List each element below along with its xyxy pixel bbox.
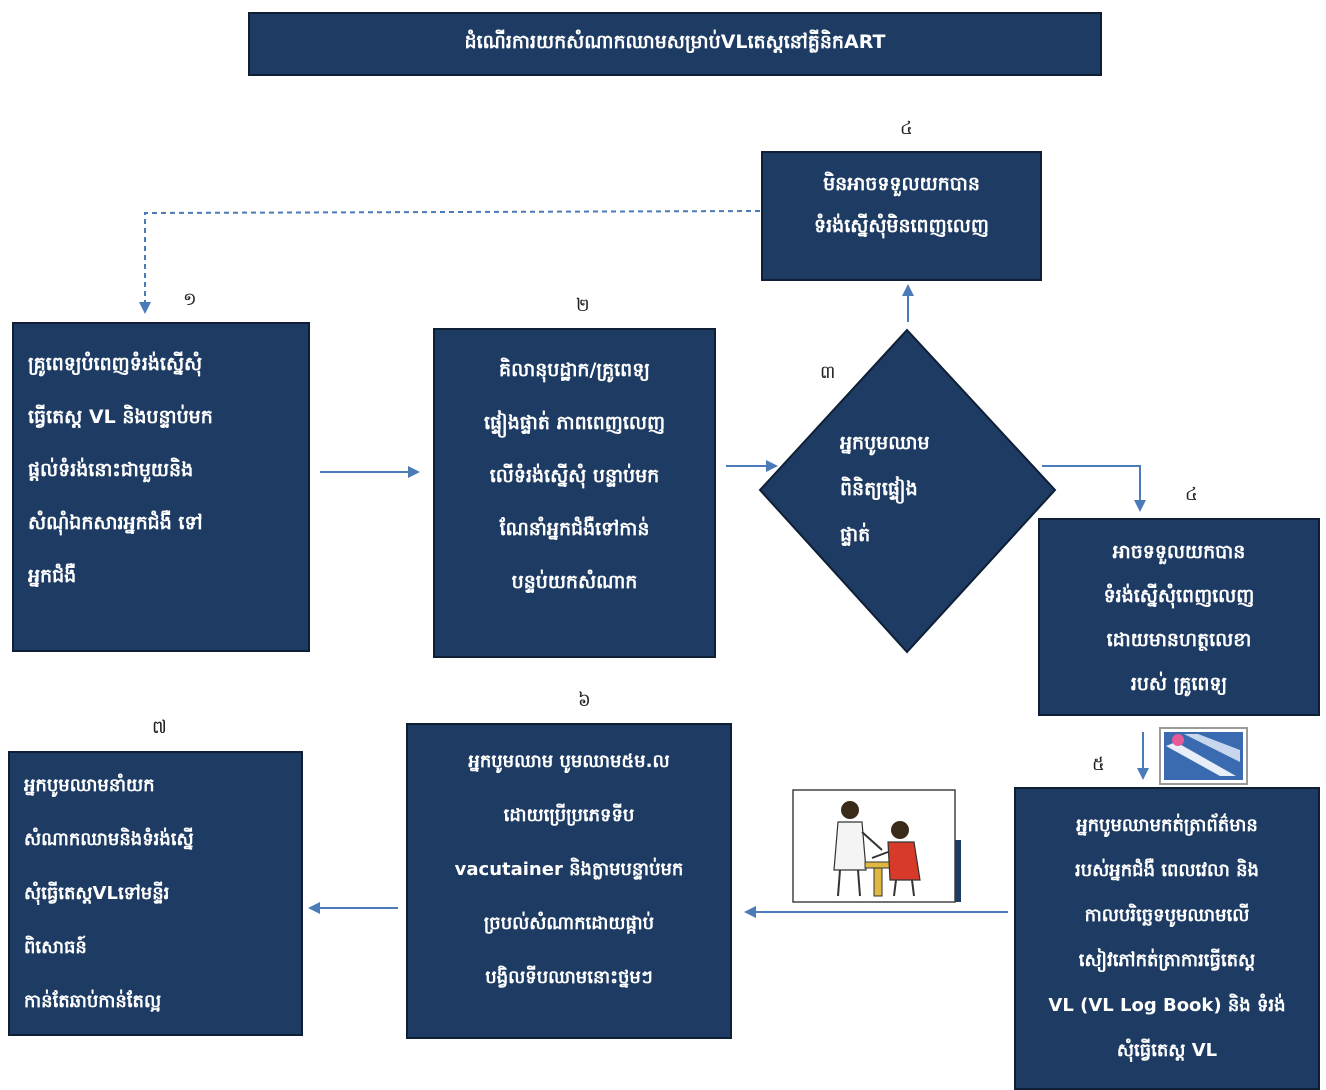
step6-line: vacutainer និងក្លាមបន្ទាប់មក	[454, 859, 684, 880]
step5-line: VL (VL Log Book) និង ទំរង់	[1048, 995, 1286, 1016]
step3-number: ៣	[820, 362, 836, 383]
step7-line: កាន់តែឆាប់កាន់តែល្អ	[24, 991, 162, 1012]
step3-line: ពិនិត្យផ្ទៀង	[840, 478, 918, 500]
arrow-rejected-to-step1	[139, 210, 761, 314]
step3-text: អ្នកបូមឈាម ពិនិត្យផ្ទៀង ផ្ទាត់	[840, 420, 1010, 558]
step4-accepted-line: ទំរង់ស្នើសុំពេញលេញ	[1103, 585, 1255, 607]
diamond-artifact	[985, 570, 993, 576]
step5-line: អ្នកបូមឈាមកត់ត្រាព័ត៌មាន	[1076, 815, 1258, 836]
step5-line: សុំធ្វើតេស្ត VL	[1116, 1040, 1218, 1061]
step4-rejected-line: មិនអាចទទួលយកបាន	[823, 173, 980, 195]
step3-line: អ្នកបូមឈាម	[840, 432, 930, 454]
step7-number: ៧	[152, 717, 167, 738]
step5-line: កាលបរិច្ឆេទបូមឈាមលើ	[1084, 905, 1250, 926]
step4-rejected-number: ៤	[900, 118, 913, 139]
step4-rejected-line: ទំរង់ស្នើសុំមិនពេញលេញ	[814, 215, 989, 237]
step5-box: អ្នកបូមឈាមកត់ត្រាព័ត៌មាន របស់អ្នកជំងឺ ពេ…	[1014, 787, 1320, 1090]
step6-box: អ្នកបូមឈាម បូមឈាម៥ម.ល ដោយប្រើប្រភេទទីប v…	[406, 723, 732, 1039]
step2-line: គិលានុបដ្ឋាក/គ្រូពេទ្យ	[499, 359, 650, 381]
step2-number: ២	[576, 295, 590, 316]
decision-diamond	[758, 328, 1057, 654]
step1-line: គ្រូពេទ្យបំពេញទំរង់ស្នើសុំ	[28, 353, 203, 375]
step2-box: គិលានុបដ្ឋាក/គ្រូពេទ្យ ផ្ទៀងផ្ទាត់ ភាពពេ…	[433, 328, 716, 658]
step2-line: បន្ទប់យកសំណាក	[511, 571, 638, 593]
step1-line: អ្នកជំងឺ	[28, 565, 77, 587]
step4-accepted-number: ៤	[1185, 484, 1198, 505]
step5-number: ៥	[1092, 754, 1105, 775]
step2-line: លើទំរង់ស្នើសុំ បន្ទាប់មក	[489, 465, 660, 487]
step2-line: ផ្ទៀងផ្ទាត់ ភាពពេញលេញ	[483, 412, 666, 434]
step4-accepted-line: អាចទទួលយកបាន	[1112, 541, 1246, 563]
step3-line: ផ្ទាត់	[840, 524, 871, 546]
step1-line: ធ្វើតេស្ត VL និងបន្ទាប់មក	[28, 406, 213, 428]
step4-accepted-line: របស់ គ្រូពេទ្យ	[1130, 673, 1228, 695]
step7-line: សុំធ្វើតេស្តVLទៅមន្ទីរ	[24, 883, 170, 904]
step1-line: ផ្តល់ទំរង់នោះជាមួយនិង	[28, 459, 194, 481]
step6-line: បង្វិលទីបឈាមនោះថ្នមៗ	[485, 967, 653, 988]
step1-number: ១	[183, 289, 197, 310]
blood-tube-photo-icon	[1159, 727, 1248, 785]
step4-accepted-line: ដោយមានហត្ថលេខា	[1106, 629, 1252, 651]
step5-line: សៀវភៅកត់ត្រាការធ្វើតេស្ត	[1078, 950, 1256, 971]
step7-line: សំណាកឈាមនិងទំរង់ស្នើ	[24, 829, 194, 850]
step6-line: អ្នកបូមឈាម បូមឈាម៥ម.ល	[468, 751, 670, 772]
step6-line: ច្របល់សំណាកដោយផ្កាប់	[483, 913, 655, 934]
diagram-title-text: ដំណើរការយកសំណាកឈាមសម្រាប់VLតេស្តនៅគ្លីនិ…	[464, 31, 886, 53]
step5-line: របស់អ្នកជំងឺ ពេលវេលា និង	[1075, 860, 1259, 881]
diagram-title: ដំណើរការយកសំណាកឈាមសម្រាប់VLតេស្តនៅគ្លីនិ…	[248, 12, 1102, 76]
step4-rejected-box: មិនអាចទទួលយកបាន ទំរង់ស្នើសុំមិនពេញលេញ	[761, 151, 1042, 281]
step1-line: សំណុំឯកសារអ្នកជំងឺ ទៅ	[28, 512, 203, 534]
step7-box: អ្នកបូមឈាមនាំយក សំណាកឈាមនិងទំរង់ស្នើ សុំ…	[8, 751, 303, 1036]
blood-draw-clipart-icon	[792, 789, 961, 903]
arrow-step3-to-accepted	[1042, 465, 1146, 512]
step6-line: ដោយប្រើប្រភេទទីប	[503, 805, 635, 826]
step7-line: អ្នកបូមឈាមនាំយក	[24, 775, 155, 796]
step7-line: ពិសោធន៍	[24, 937, 87, 958]
step2-line: ណែនាំអ្នកជំងឺទៅកាន់	[499, 518, 650, 540]
step4-accepted-box: អាចទទួលយកបាន ទំរង់ស្នើសុំពេញលេញ ដោយមានហត…	[1038, 518, 1320, 716]
step1-box: គ្រូពេទ្យបំពេញទំរង់ស្នើសុំ ធ្វើតេស្ត VL …	[12, 322, 310, 652]
step6-number: ៦	[578, 690, 591, 711]
